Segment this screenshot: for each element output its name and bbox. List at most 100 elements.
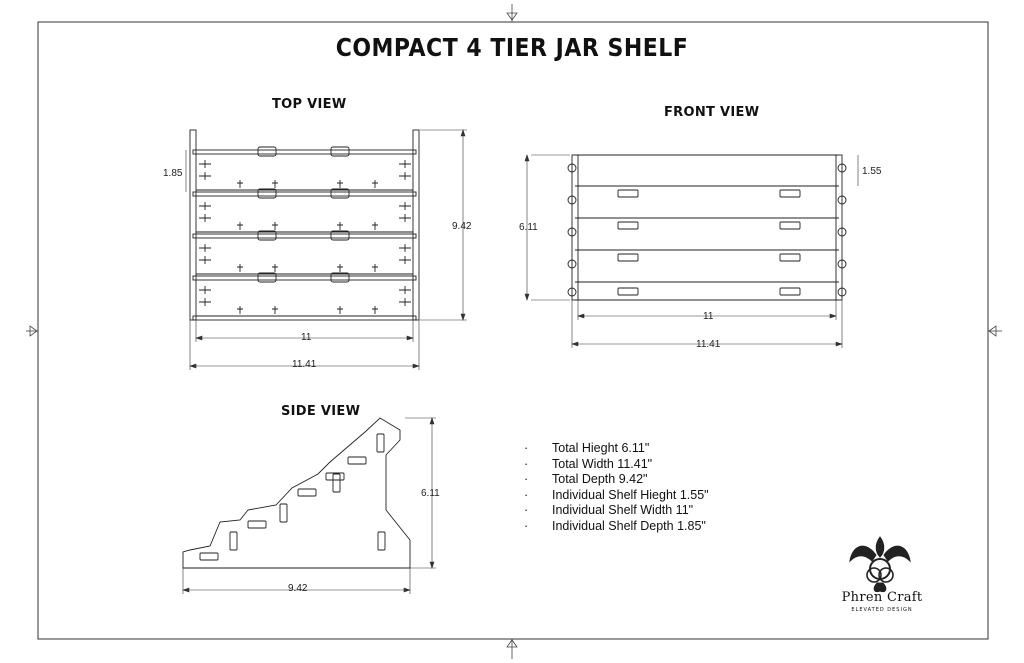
brand-tagline: ELEVATED DESIGN bbox=[851, 607, 913, 613]
connector-tab bbox=[257, 230, 277, 241]
front-view-label: FRONT VIEW bbox=[664, 105, 760, 120]
slot-mark bbox=[247, 520, 267, 529]
dim-front-inner-width: 11 bbox=[703, 311, 714, 322]
peg-mark bbox=[399, 298, 411, 306]
slot-mark bbox=[617, 189, 639, 198]
slot-mark bbox=[376, 433, 385, 453]
slot-mark bbox=[377, 531, 386, 551]
arrowhead bbox=[189, 363, 197, 369]
arrowhead bbox=[524, 293, 530, 301]
spec-item: ·Total Depth 9.42" bbox=[524, 472, 648, 487]
slot-mark bbox=[779, 253, 801, 262]
shelf-edge bbox=[192, 315, 417, 321]
peg-mark bbox=[199, 286, 211, 294]
peg-mark bbox=[372, 180, 378, 188]
peg-mark bbox=[399, 160, 411, 168]
spec-item: ·Individual Shelf Hieght 1.55" bbox=[524, 487, 709, 502]
side-view-drawing bbox=[182, 417, 411, 569]
shelf-edge bbox=[192, 275, 417, 281]
arrowhead bbox=[577, 313, 585, 319]
arrowhead bbox=[412, 363, 420, 369]
peg-mark bbox=[399, 286, 411, 294]
spec-item: ·Total Width 11.41" bbox=[524, 456, 653, 471]
peg-mark bbox=[337, 222, 343, 230]
slot-mark bbox=[325, 472, 345, 481]
dim-front-total-height: 6.11 bbox=[519, 222, 538, 233]
connector-tab bbox=[257, 272, 277, 283]
slot-mark bbox=[332, 473, 341, 493]
peg-mark bbox=[337, 180, 343, 188]
spec-item: ·Individual Shelf Width 11" bbox=[524, 503, 694, 518]
arrowhead bbox=[460, 129, 466, 137]
peg-mark bbox=[399, 244, 411, 252]
peg-mark bbox=[272, 306, 278, 314]
dim-top-total-width: 11.41 bbox=[292, 359, 317, 370]
arrowhead bbox=[524, 154, 530, 162]
slot-mark bbox=[617, 221, 639, 230]
arrowhead bbox=[829, 313, 837, 319]
brand-name: Phren Craft bbox=[841, 590, 923, 605]
pin-mark bbox=[567, 259, 577, 269]
connector-tab bbox=[257, 188, 277, 199]
shelf-edge bbox=[192, 149, 417, 155]
slot-mark bbox=[779, 287, 801, 296]
slot-mark bbox=[279, 503, 288, 523]
connector-tab bbox=[330, 146, 350, 157]
dim-side-total-height: 6.11 bbox=[421, 488, 440, 499]
arrowhead bbox=[429, 417, 435, 425]
arrowhead bbox=[403, 587, 411, 593]
slot-mark bbox=[297, 488, 317, 497]
side-panel bbox=[571, 154, 579, 301]
peg-mark bbox=[199, 214, 211, 222]
peg-mark bbox=[399, 202, 411, 210]
dim-top-total-depth: 9.42 bbox=[452, 221, 472, 232]
side-view-label: SIDE VIEW bbox=[281, 404, 361, 419]
slot-mark bbox=[779, 189, 801, 198]
peg-mark bbox=[272, 222, 278, 230]
pin-mark bbox=[837, 259, 847, 269]
top-view-label: TOP VIEW bbox=[272, 97, 347, 112]
dimension-lines bbox=[182, 129, 859, 594]
arrowhead bbox=[182, 587, 190, 593]
peg-mark bbox=[337, 306, 343, 314]
centering-marks bbox=[26, 4, 1002, 659]
arrowhead bbox=[406, 335, 414, 341]
connector-tab bbox=[257, 146, 277, 157]
peg-mark bbox=[372, 222, 378, 230]
front-view-drawing bbox=[567, 154, 847, 301]
dim-front-total-width: 11.41 bbox=[696, 339, 721, 350]
connector-tab bbox=[330, 230, 350, 241]
peg-mark bbox=[199, 202, 211, 210]
arrowhead bbox=[835, 341, 843, 347]
peg-mark bbox=[199, 172, 211, 180]
top-view-drawing bbox=[189, 129, 420, 321]
peg-mark bbox=[372, 306, 378, 314]
arrowhead bbox=[571, 341, 579, 347]
shelf-edge bbox=[192, 233, 417, 239]
arrowhead bbox=[429, 561, 435, 569]
spec-list: ·Total Hieght 6.11" ·Total Width 11.41" … bbox=[524, 441, 709, 535]
peg-mark bbox=[199, 298, 211, 306]
pin-mark bbox=[567, 163, 577, 173]
drawing-title: COMPACT 4 TIER JAR SHELF bbox=[335, 34, 689, 63]
peg-mark bbox=[199, 256, 211, 264]
pin-mark bbox=[567, 227, 577, 237]
peg-mark bbox=[337, 264, 343, 272]
sheet-border bbox=[37, 21, 989, 640]
slot-mark bbox=[779, 221, 801, 230]
peg-mark bbox=[199, 160, 211, 168]
side-panel-outline bbox=[182, 417, 411, 569]
arrowhead bbox=[460, 313, 466, 321]
peg-mark bbox=[399, 214, 411, 222]
peg-mark bbox=[272, 180, 278, 188]
peg-mark bbox=[237, 222, 243, 230]
side-panel bbox=[189, 129, 197, 321]
brand-block: Phren Craft ELEVATED DESIGN bbox=[836, 590, 928, 613]
pin-mark bbox=[837, 163, 847, 173]
side-panel bbox=[835, 154, 843, 301]
dim-top-shelf-depth: 1.85 bbox=[163, 168, 183, 179]
peg-mark bbox=[272, 264, 278, 272]
spec-item: ·Total Hieght 6.11" bbox=[524, 441, 650, 455]
connector-tab bbox=[330, 272, 350, 283]
